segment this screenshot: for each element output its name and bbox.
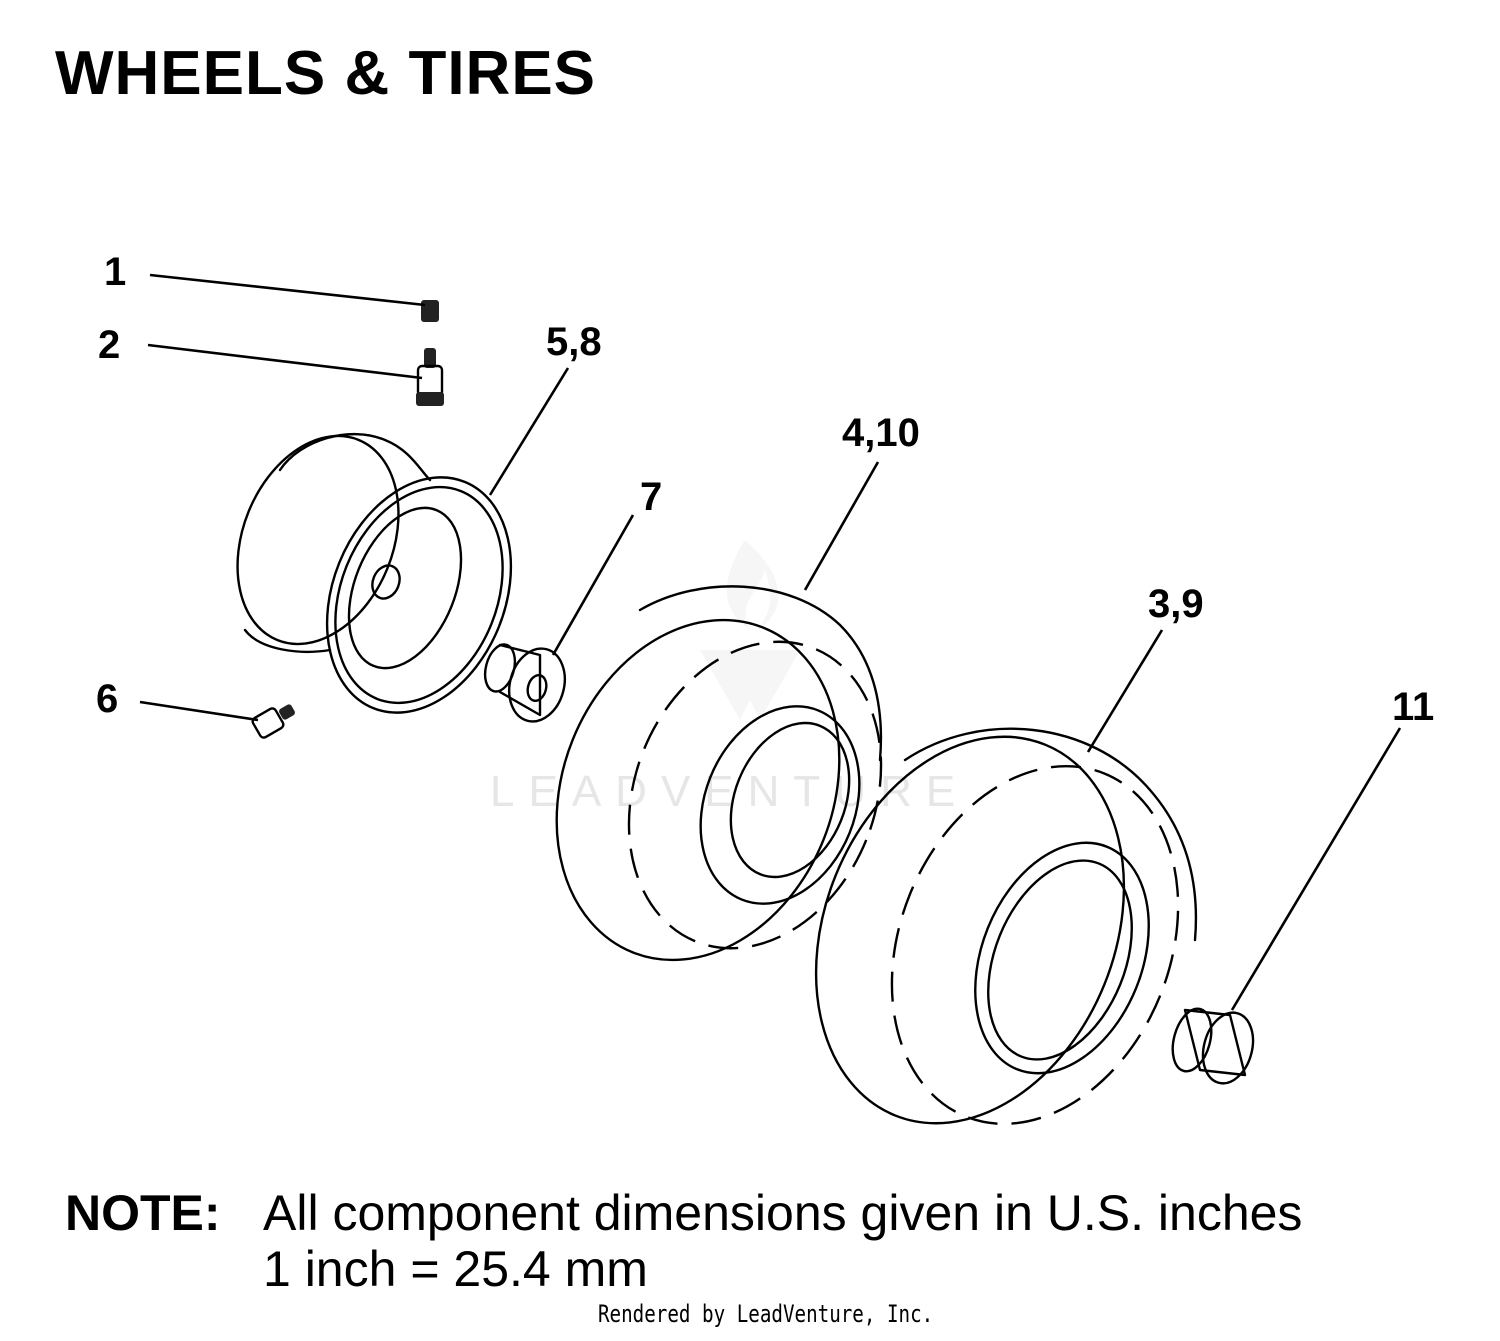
watermark-text: LEADVENTURE xyxy=(490,767,969,816)
note-line-2: 1 inch = 25.4 mm xyxy=(263,1241,648,1297)
leader-lines xyxy=(139,273,1402,1011)
wheel-rim[interactable] xyxy=(208,412,544,741)
note-label: NOTE: xyxy=(65,1185,221,1241)
front-tire[interactable] xyxy=(507,577,925,1003)
wheel-cap[interactable] xyxy=(1166,1004,1260,1089)
note-line-1: All component dimensions given in U.S. i… xyxy=(263,1185,1303,1241)
page-title: WHEELS & TIRES xyxy=(55,39,597,108)
bushing[interactable] xyxy=(480,641,572,728)
callout-11: 11 xyxy=(1392,685,1434,729)
callout-6: 6 xyxy=(96,677,118,721)
callout-5-8: 5,8 xyxy=(546,320,602,364)
grease-fitting[interactable] xyxy=(251,703,296,739)
footer-credit: Rendered by LeadVenture, Inc. xyxy=(598,1300,934,1328)
note-block: NOTE: All component dimensions given in U… xyxy=(65,1185,1302,1297)
callout-2: 2 xyxy=(98,323,120,367)
callout-7: 7 xyxy=(640,475,662,519)
watermark-logo xyxy=(700,540,800,720)
rear-tire[interactable] xyxy=(761,690,1230,1170)
callout-3-9: 3,9 xyxy=(1148,582,1204,626)
valve-stem[interactable] xyxy=(416,348,444,406)
valve-cap[interactable] xyxy=(421,300,439,322)
callout-4-10: 4,10 xyxy=(842,411,920,455)
callout-1: 1 xyxy=(104,250,126,294)
